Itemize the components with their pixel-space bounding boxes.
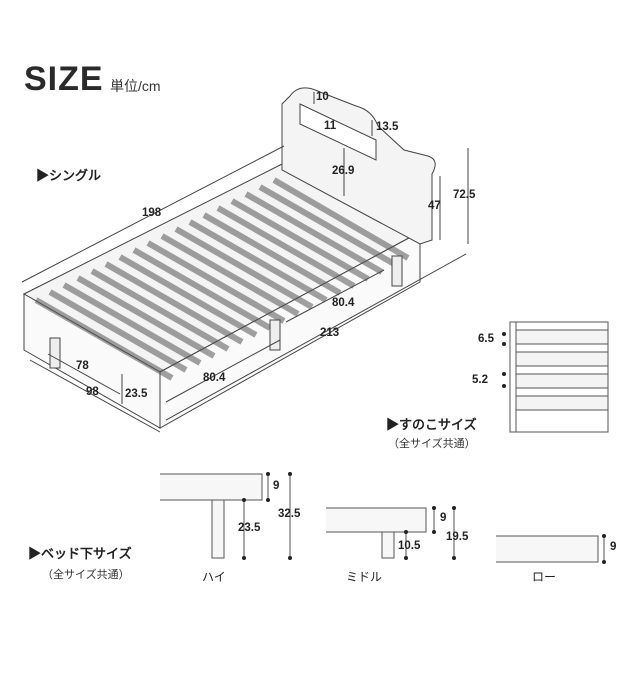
- unit-label: 単位/cm: [110, 78, 161, 94]
- middle-name: ミドル: [346, 570, 383, 584]
- dim-side-width: 80.4: [203, 372, 226, 384]
- low-name: ロー: [532, 570, 557, 584]
- dim-width: 98: [86, 386, 99, 398]
- high-frame: 9: [273, 480, 280, 492]
- dim-shelf-height: 26.9: [332, 165, 355, 177]
- slat-gap: 6.5: [478, 333, 494, 345]
- slat-sub: （全サイズ共通）: [388, 438, 476, 450]
- low-frame: 9: [610, 541, 617, 553]
- dim-headboard-upper: 47: [428, 200, 441, 212]
- slat-width: 5.2: [472, 374, 488, 386]
- middle-frame: 9: [440, 512, 447, 524]
- high-total: 32.5: [278, 508, 301, 520]
- dim-shelf-width: 13.5: [376, 121, 399, 133]
- dim-total-length: 213: [320, 327, 340, 339]
- page-title: SIZE: [24, 60, 104, 98]
- dim-frame-height: 23.5: [125, 388, 148, 400]
- under-bed-sub: （全サイズ共通）: [42, 569, 130, 581]
- slat-title: ▶すのこサイズ: [386, 417, 477, 432]
- under-bed-title: ▶ベッド下サイズ: [28, 546, 132, 561]
- high-name: ハイ: [202, 570, 226, 584]
- middle-total: 19.5: [446, 531, 469, 543]
- middle-clearance: 10.5: [398, 540, 421, 552]
- high-clearance: 23.5: [238, 522, 261, 534]
- dim-headboard-height: 72.5: [453, 189, 476, 201]
- single-label: ▶シングル: [36, 168, 102, 183]
- dim-shelf-top: 10: [316, 91, 329, 103]
- dim-inner-width: 78: [76, 360, 89, 372]
- dim-length: 198: [142, 207, 162, 219]
- dim-shelf-depth: 11: [324, 120, 337, 132]
- dim-side-width-2: 80.4: [332, 297, 355, 309]
